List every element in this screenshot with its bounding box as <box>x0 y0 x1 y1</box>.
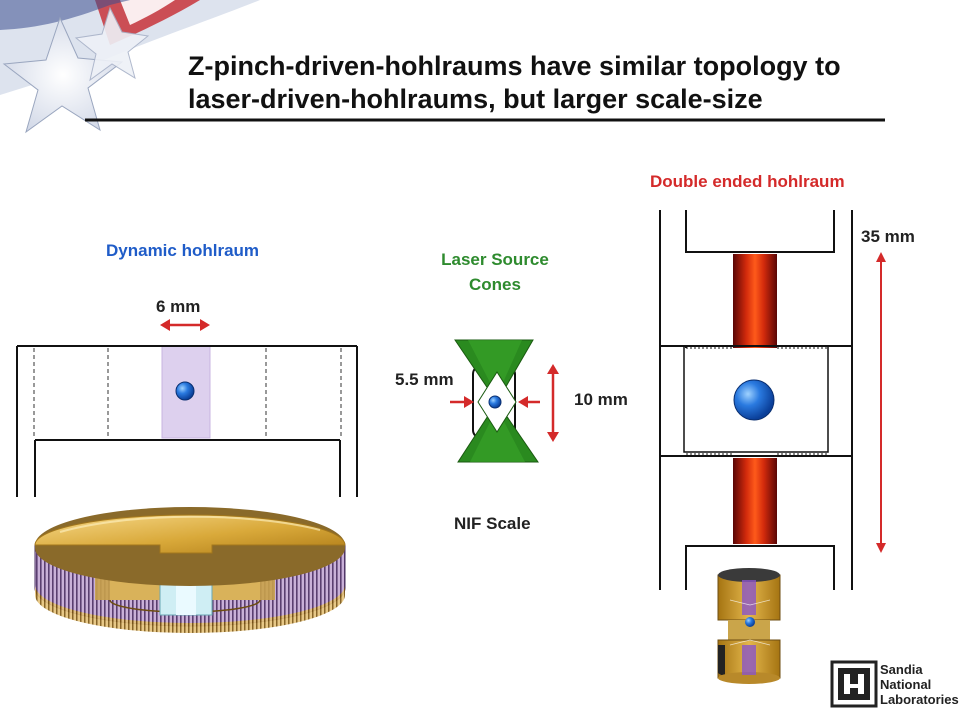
title-line-1: Z-pinch-driven-hohlraums have similar to… <box>188 51 841 81</box>
logo-line-1: Sandia <box>880 662 923 677</box>
laser-height-dimension: 10 mm <box>574 390 628 409</box>
double-capsule <box>733 379 775 421</box>
laser-label-line-1: Laser Source <box>441 250 549 269</box>
double-ended-hohlraum <box>659 210 886 590</box>
slide-title: Z-pinch-driven-hohlraums have similar to… <box>188 50 908 116</box>
double-ended-3d-model <box>717 568 781 684</box>
flag-star-decoration <box>0 0 260 134</box>
title-line-2: laser-driven-hohlraums, but larger scale… <box>188 84 763 114</box>
double-dimension-label: 35 mm <box>861 227 915 246</box>
dynamic-dimension-label: 6 mm <box>156 297 201 316</box>
sandia-logo-text: Sandia National Laboratories <box>880 662 959 707</box>
laser-capsule <box>488 395 502 409</box>
lower-plasma <box>733 458 777 544</box>
dynamic-hohlraum-label: Dynamic hohlraum <box>106 241 260 260</box>
dynamic-hohlraum-cross-section <box>16 319 358 497</box>
dynamic-capsule <box>175 381 195 401</box>
laser-source-cones-label: Laser Source Cones <box>424 247 566 297</box>
nif-scale-label: NIF Scale <box>454 514 531 533</box>
logo-line-2: National <box>880 677 932 692</box>
laser-width-dimension: 5.5 mm <box>395 370 454 389</box>
upper-plasma <box>733 254 777 348</box>
laser-hohlraum <box>450 339 559 463</box>
laser-label-line-2: Cones <box>469 275 521 294</box>
double-ended-hohlraum-label: Double ended hohlraum <box>650 172 845 191</box>
logo-line-3: Laboratories <box>880 692 959 707</box>
sandia-thunderbird-logo <box>830 660 878 708</box>
dynamic-hohlraum-3d-model <box>34 507 346 633</box>
